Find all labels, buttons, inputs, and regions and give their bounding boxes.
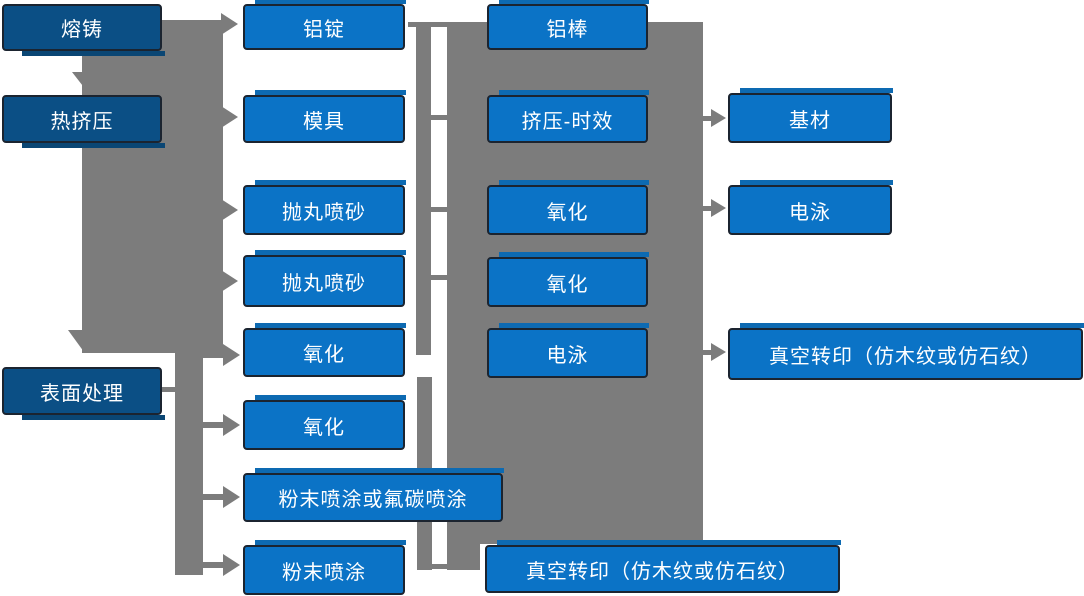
flow-band-left (82, 20, 223, 353)
node-oxidation-c: 氧化 (487, 180, 649, 235)
node-mold: 模具 (243, 90, 406, 143)
connector-top (408, 22, 448, 27)
arrow-to-vacuum-transfer-icon (711, 343, 726, 361)
flow-band-left-lower (175, 353, 203, 575)
node-powder-coating: 粉末喷涂 (243, 540, 406, 595)
arrow-to-oxidation-a-icon (223, 344, 240, 366)
arrow-to-shot-blasting-1-icon (221, 199, 238, 221)
node-vacuum-transfer-bottom: 真空转印（仿木纹或仿石纹） (485, 540, 841, 593)
stub-to-substrate (701, 116, 713, 121)
node-powder-or-fluorocarbon-coating: 粉末喷涂或氟碳喷涂 (243, 468, 504, 522)
node-surface-treatment: 表面处理 (2, 367, 165, 420)
node-aluminum-ingot: 铝锭 (243, 0, 406, 50)
node-vacuum-transfer-top: 真空转印（仿木纹或仿石纹） (728, 323, 1084, 380)
arrow-to-electrophoresis-icon (711, 199, 726, 217)
node-extrusion-aging: 挤压-时效 (487, 90, 649, 143)
stub-to-powder-coating (203, 562, 227, 568)
arrow-to-powder-coating-icon (223, 554, 240, 576)
stub-to-oxidation-b (203, 422, 227, 428)
arrow-down-to-hot-extrusion-icon (72, 72, 100, 90)
flow-block-foot (447, 544, 480, 570)
arrow-to-powder-or-fluorocarbon-icon (223, 486, 240, 508)
arrow-to-shot-blasting-2-icon (221, 270, 238, 292)
stub-to-oxidation-a (203, 352, 227, 358)
stub-to-electrophoresis (701, 206, 713, 211)
node-melting-casting: 熔铸 (2, 4, 165, 56)
node-shot-blasting-2: 抛丸喷砂 (243, 250, 406, 307)
stub-to-powder-or-fluorocarbon (203, 494, 227, 500)
node-hot-extrusion: 热挤压 (2, 95, 165, 148)
stub-to-vacuum-transfer (701, 350, 713, 355)
arrow-to-oxidation-b-icon (223, 414, 240, 436)
connector-oxidation-d (431, 275, 448, 280)
node-electrophoresis-b: 电泳 (728, 180, 893, 235)
node-oxidation-b: 氧化 (243, 395, 406, 450)
node-substrate: 基材 (728, 88, 893, 143)
connector-surface-treatment (161, 387, 177, 392)
arrow-to-substrate-icon (711, 109, 726, 127)
arrow-down-to-surface-treatment-icon (68, 330, 100, 352)
node-shot-blasting-1: 抛丸喷砂 (243, 180, 406, 235)
node-oxidation-d: 氧化 (487, 252, 649, 307)
node-aluminum-rod: 铝棒 (487, 0, 649, 50)
connector-oxidation-c (431, 207, 448, 212)
node-oxidation-a: 氧化 (243, 323, 406, 377)
flow-band-mid-upper (416, 22, 431, 355)
connector-extrusion-aging (431, 115, 448, 120)
arrow-to-mold-icon (221, 106, 238, 128)
arrow-to-aluminum-ingot-icon (221, 13, 238, 35)
node-electrophoresis-a: 电泳 (487, 323, 649, 378)
connector-bottom (431, 564, 448, 569)
